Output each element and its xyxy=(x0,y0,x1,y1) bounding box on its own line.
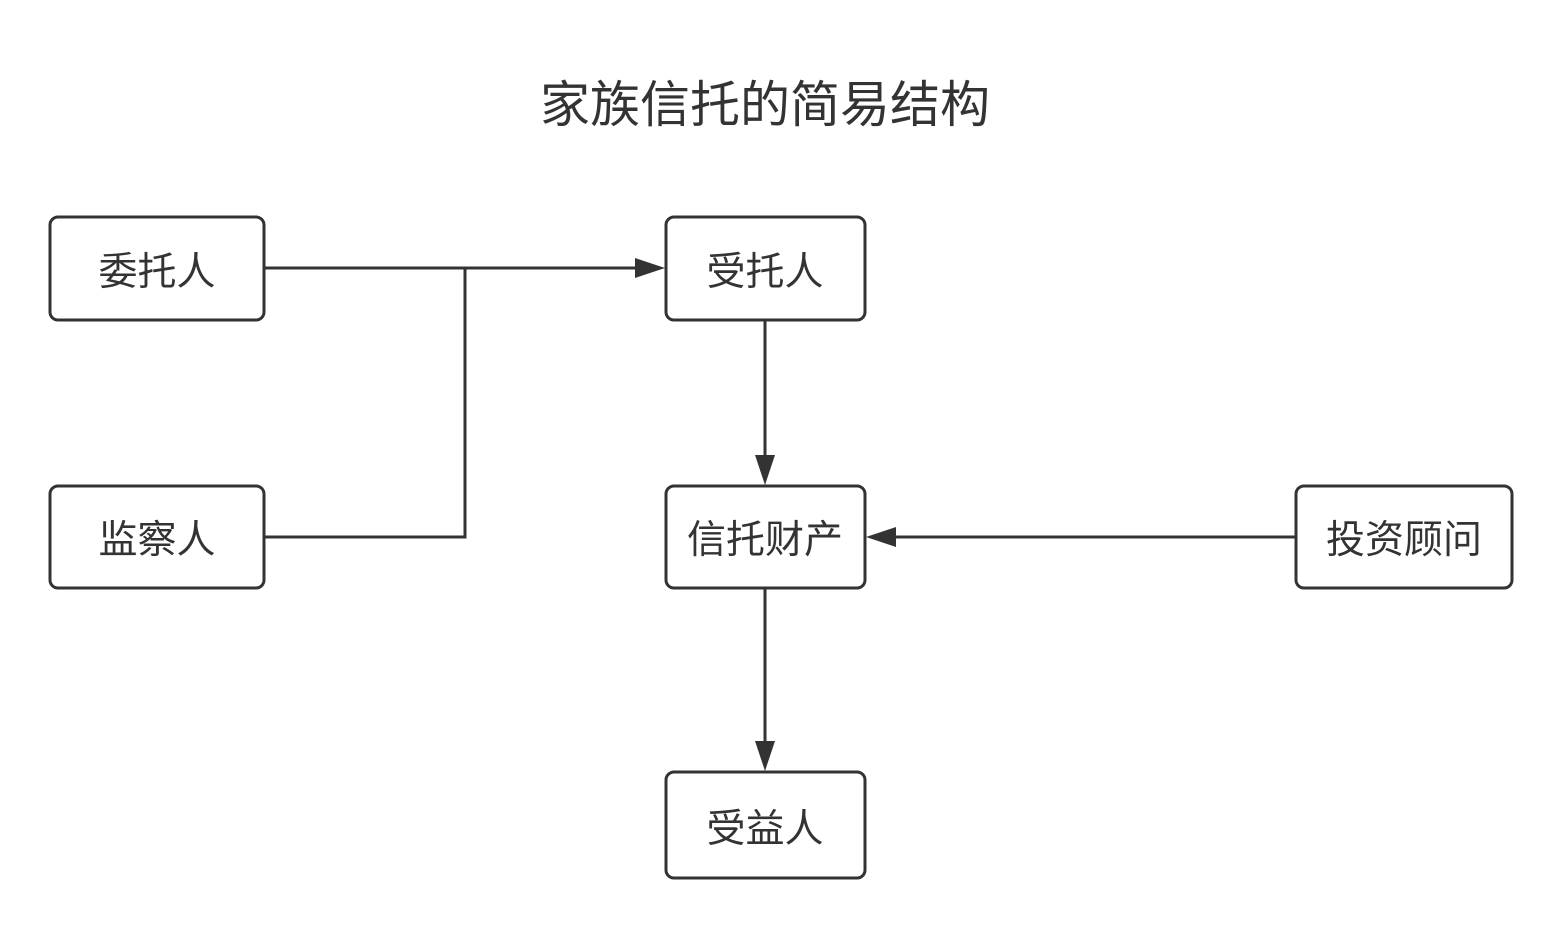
node-beneficiary-label: 受益人 xyxy=(706,807,823,852)
node-trustee: 受托人 xyxy=(664,215,867,322)
node-investment-advisor-label: 投资顾问 xyxy=(1326,518,1482,563)
node-supervisor: 监察人 xyxy=(48,484,266,590)
diagram-title: 家族信托的简易结构 xyxy=(540,76,990,134)
node-beneficiary: 受益人 xyxy=(664,770,867,880)
node-trustee-label: 受托人 xyxy=(706,250,823,295)
arrowhead-property-top xyxy=(755,455,775,485)
node-settlor-box xyxy=(48,215,266,322)
node-trust-property: 信托财产 xyxy=(664,484,867,590)
node-settlor: 委托人 xyxy=(48,215,266,322)
node-trust-property-label: 信托财产 xyxy=(687,518,843,563)
node-trustee-box xyxy=(664,215,867,322)
arrowhead-trustee-left xyxy=(635,258,665,278)
node-beneficiary-box xyxy=(664,770,867,880)
connectors xyxy=(264,258,1295,771)
node-supervisor-box xyxy=(48,484,266,590)
node-supervisor-label: 监察人 xyxy=(98,518,215,563)
node-investment-advisor: 投资顾问 xyxy=(1294,484,1514,590)
node-investment-advisor-box xyxy=(1294,484,1514,590)
node-trust-property-box xyxy=(664,484,867,590)
connector-supervisor-trustee xyxy=(264,268,467,539)
node-settlor-label: 委托人 xyxy=(98,250,215,295)
arrowhead-beneficiary-top xyxy=(755,741,775,771)
arrowhead-property-right xyxy=(866,527,896,547)
